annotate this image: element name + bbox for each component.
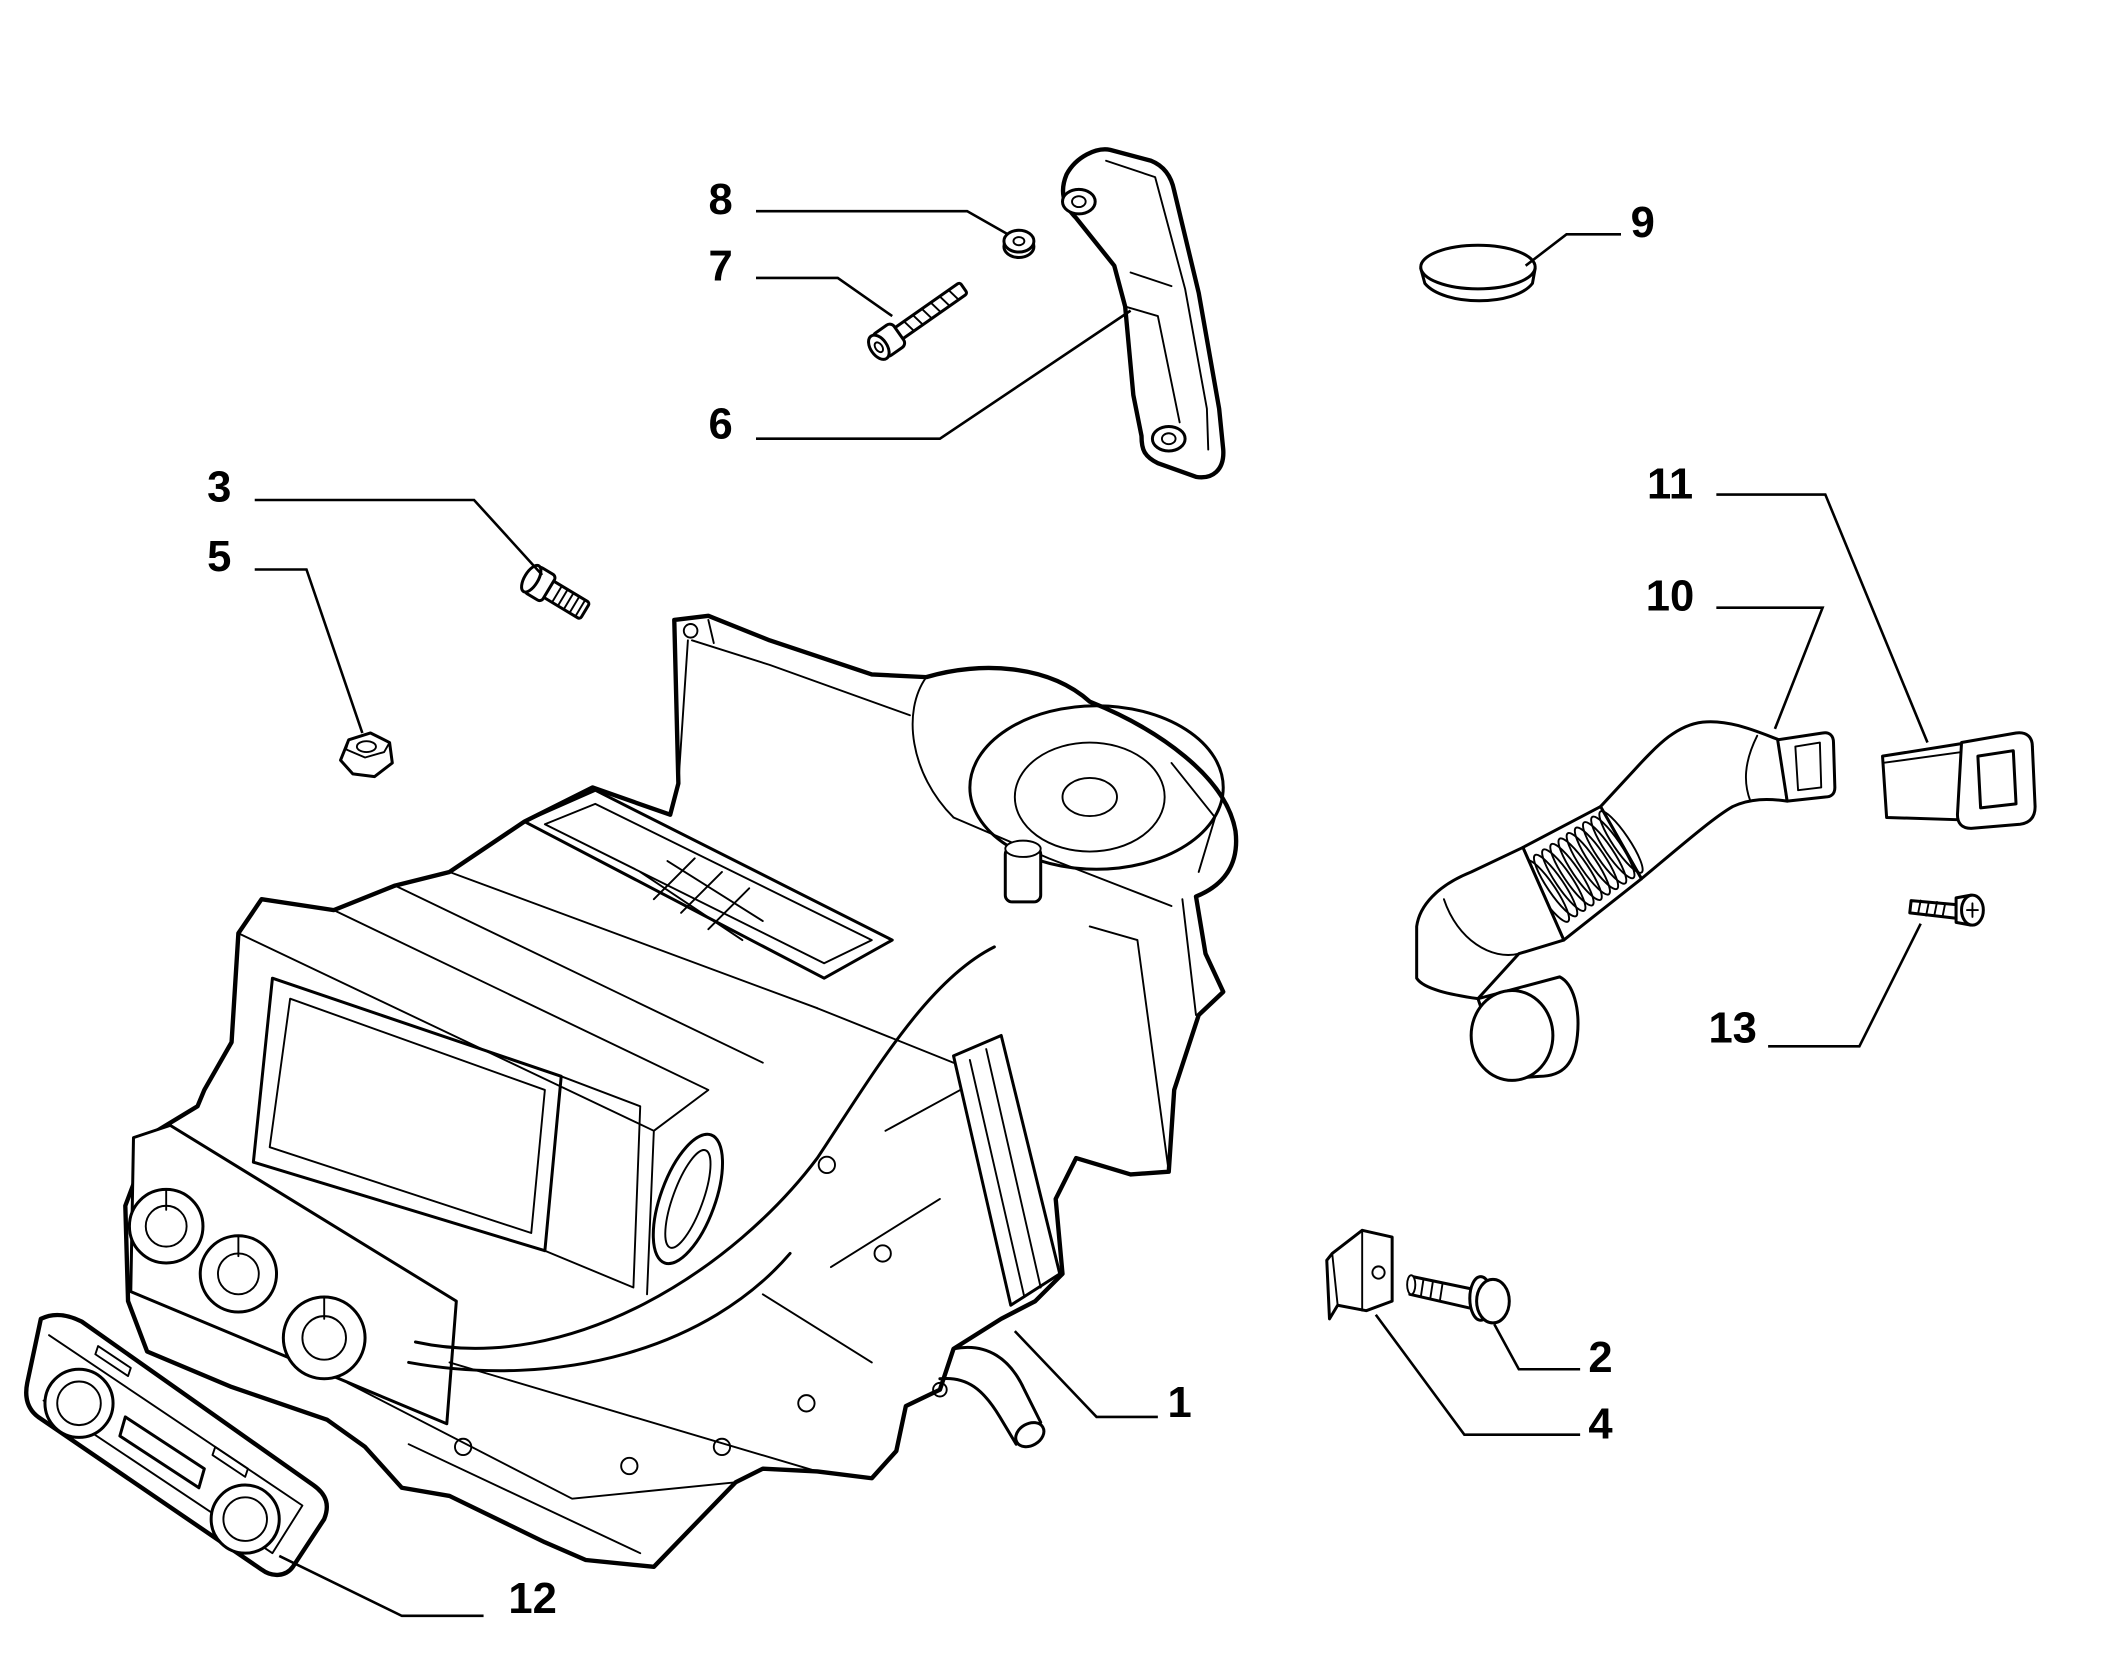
part-12-control-panel-cover — [24, 1312, 329, 1577]
filter-side-plate — [543, 1075, 642, 1289]
duct-lower-tube — [1415, 845, 1566, 1001]
callout-label-8: 8 — [708, 176, 732, 224]
side-vent-outlet — [651, 1132, 725, 1266]
part-6-bracket — [1060, 147, 1226, 480]
cover-knob-opening-right — [209, 1483, 281, 1555]
callout-label-10: 10 — [1646, 572, 1694, 620]
callout-label-7: 7 — [708, 243, 732, 291]
leader-line-13 — [1768, 923, 1922, 1048]
callout-label-5: 5 — [207, 533, 231, 581]
lower-housing-lines — [346, 1361, 819, 1555]
drain-hose — [938, 1345, 1046, 1449]
callout-label-9: 9 — [1631, 199, 1655, 247]
evaporator-box-grille — [639, 857, 764, 942]
part-4-clip — [1325, 1228, 1394, 1321]
control-knob-center — [198, 1234, 279, 1314]
leader-line-4 — [1374, 1313, 1581, 1436]
adapter-opening — [1976, 749, 2018, 810]
callout-leaders — [254, 209, 1929, 1618]
part-10-air-duct-hose — [1415, 720, 1837, 1082]
cover-small-slot — [94, 1345, 132, 1378]
duct-elbow-outlet — [1469, 975, 1580, 1082]
duct-end-mouth — [1776, 731, 1837, 803]
cover-knob-opening-left — [43, 1367, 115, 1439]
blower-fan — [1013, 741, 1166, 853]
blower-housing — [968, 704, 1225, 871]
leader-line-5 — [254, 568, 364, 734]
part-2-bolt — [1406, 1274, 1511, 1325]
bracket-top-boss — [1061, 187, 1097, 216]
adapter-flange — [1955, 731, 2037, 830]
part-5-nut — [339, 731, 394, 779]
callout-label-6: 6 — [708, 401, 732, 449]
leader-line-9 — [1524, 233, 1621, 267]
evaporator-box-top — [522, 788, 894, 980]
leader-line-7 — [756, 276, 893, 318]
callout-label-4: 4 — [1588, 1401, 1612, 1449]
side-vent-outlet-inner — [664, 1149, 712, 1249]
leader-line-11 — [1716, 493, 1929, 744]
clip-hole — [1371, 1265, 1386, 1280]
actuator-cylinder — [1003, 839, 1043, 904]
filter-opening-inner — [268, 997, 546, 1234]
part-7-screw — [867, 281, 968, 361]
blower-outlet — [911, 676, 1217, 873]
part-8-washer — [1002, 228, 1036, 259]
callout-label-3: 3 — [207, 463, 231, 511]
leader-line-1 — [1013, 1330, 1158, 1419]
evaporator-box-inner — [543, 802, 873, 965]
leader-line-6 — [756, 309, 1132, 440]
callout-label-13: 13 — [1708, 1004, 1756, 1052]
part-9-plug-cap — [1419, 243, 1537, 303]
part-13-screw — [1908, 893, 1985, 927]
cover-small-slot — [211, 1445, 249, 1478]
leader-line-3 — [254, 498, 544, 576]
housing-fixing-screws — [454, 1155, 948, 1476]
leader-line-8 — [756, 209, 1009, 236]
leader-line-10 — [1716, 606, 1825, 730]
cover-display-slot — [118, 1415, 206, 1490]
callout-label-11: 11 — [1647, 461, 1693, 509]
part-1-heater-unit — [123, 613, 1239, 1569]
part-11-duct-adapter — [1881, 731, 2037, 830]
callout-label-1: 1 — [1168, 1379, 1192, 1427]
part-3-bolt — [520, 563, 591, 620]
housing-top-rails — [237, 871, 819, 1296]
control-cables — [407, 945, 996, 1373]
actuator-module-ribs — [968, 1048, 1042, 1298]
control-knob-right — [281, 1295, 367, 1381]
callout-label-12: 12 — [508, 1575, 556, 1623]
control-knob-left — [127, 1187, 205, 1265]
bracket-bottom-boss — [1150, 424, 1187, 453]
blower-hub — [1061, 776, 1118, 818]
callout-labels: 1 2 3 4 5 6 7 8 9 10 11 12 13 — [207, 176, 1757, 1623]
plate-mounting-hole — [682, 623, 699, 639]
lever-arms — [761, 1007, 962, 1364]
rear-mounting-plate — [677, 618, 1197, 1200]
leader-line-2 — [1493, 1323, 1581, 1371]
callout-label-2: 2 — [1588, 1334, 1612, 1382]
leader-line-12 — [278, 1554, 484, 1618]
